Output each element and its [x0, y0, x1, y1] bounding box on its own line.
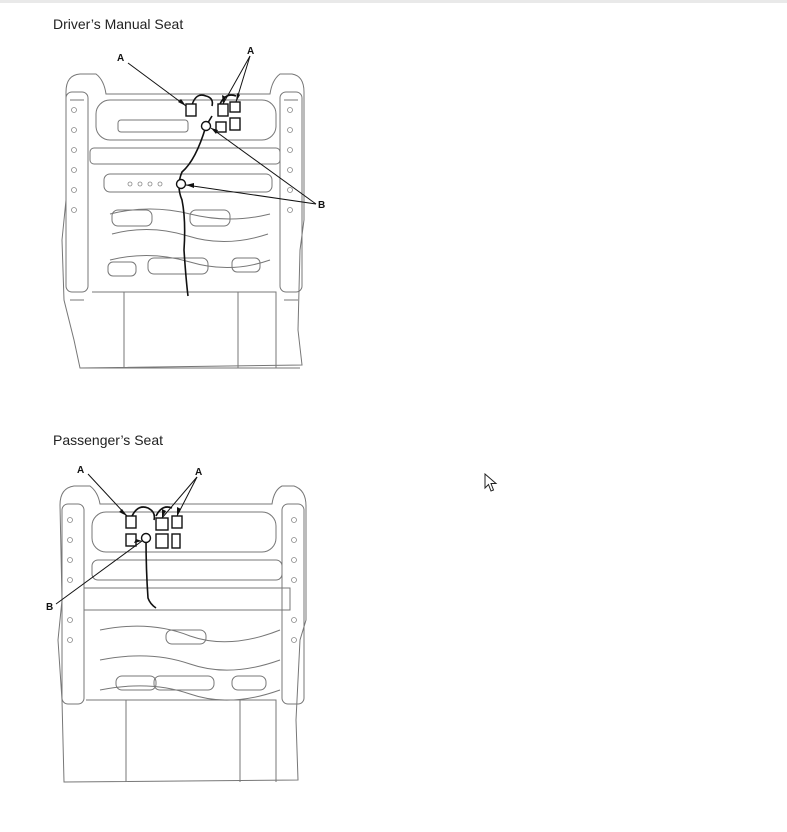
callout-b: B [46, 602, 53, 613]
callout-a-left: A [77, 465, 84, 476]
callout-a-right: A [247, 46, 254, 57]
passenger-seat-diagram: A A B [46, 465, 307, 783]
section-title-driver: Driver’s Manual Seat [53, 16, 184, 32]
callout-b: B [318, 200, 325, 211]
section-title-passenger: Passenger’s Seat [53, 432, 163, 448]
mouse-pointer-icon [484, 473, 498, 492]
driver-seat-diagram: A A B [61, 46, 325, 369]
callout-a-left: A [117, 53, 124, 64]
callout-a-right: A [195, 467, 202, 478]
top-border [0, 0, 787, 3]
